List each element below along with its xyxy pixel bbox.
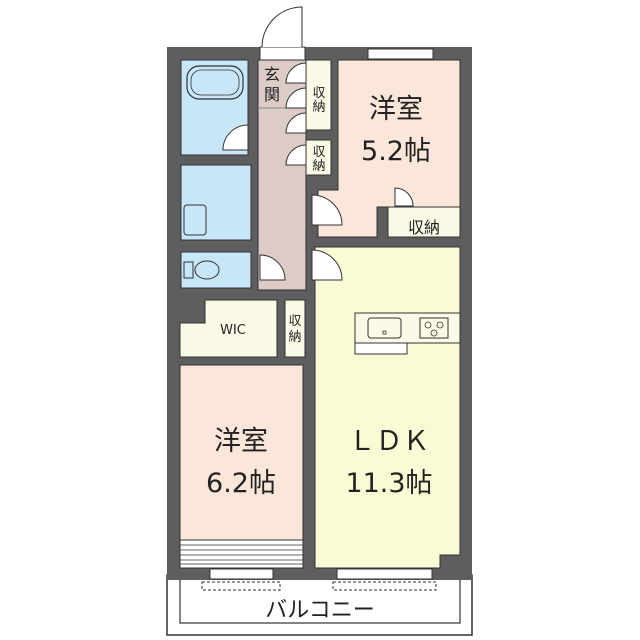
storage3-bottom: 納 <box>288 330 301 345</box>
windows <box>209 48 434 580</box>
closet-label: 収納 <box>408 218 440 237</box>
room2-size: 6.2帖 <box>206 468 276 499</box>
washroom <box>180 164 252 241</box>
entrance-label-2: 関 <box>264 85 280 104</box>
ldk-name: ＬＤＫ <box>349 426 430 457</box>
balcony-inner <box>179 574 461 624</box>
wic-label: WIC <box>220 323 246 338</box>
washbasin-icon <box>183 204 207 236</box>
storage2-top: 収 <box>312 145 325 160</box>
storage-hall-2 <box>305 139 332 176</box>
balcony-label: バルコニー <box>265 598 375 623</box>
room1-size: 5.2帖 <box>361 136 431 167</box>
room2-name: 洋室 <box>214 426 268 457</box>
western-room-2 <box>179 364 304 569</box>
entrance-door[interactable] <box>259 6 306 61</box>
stove-icon <box>419 317 449 339</box>
storage1-bottom: 納 <box>312 100 325 115</box>
bathtub-icon <box>186 65 244 100</box>
storage2-bottom: 納 <box>312 159 325 174</box>
interior-doors[interactable] <box>222 62 414 281</box>
storage3-top: 収 <box>288 314 301 329</box>
toilet-icon <box>194 260 220 280</box>
ldk-room <box>314 246 461 569</box>
walk-in-closet <box>179 299 278 358</box>
toilet-room <box>180 251 252 289</box>
ldk-size: 11.3帖 <box>345 468 432 499</box>
entrance-label-1: 玄 <box>264 65 280 84</box>
room1-name: 洋室 <box>369 94 423 125</box>
western-room-1 <box>317 59 461 238</box>
storage1-top: 収 <box>312 86 325 101</box>
sink-icon <box>367 317 402 339</box>
storage-lines <box>179 539 304 569</box>
closet-room1 <box>387 206 461 238</box>
storage-hall-3 <box>284 299 306 358</box>
storage-hall-1 <box>305 59 332 131</box>
